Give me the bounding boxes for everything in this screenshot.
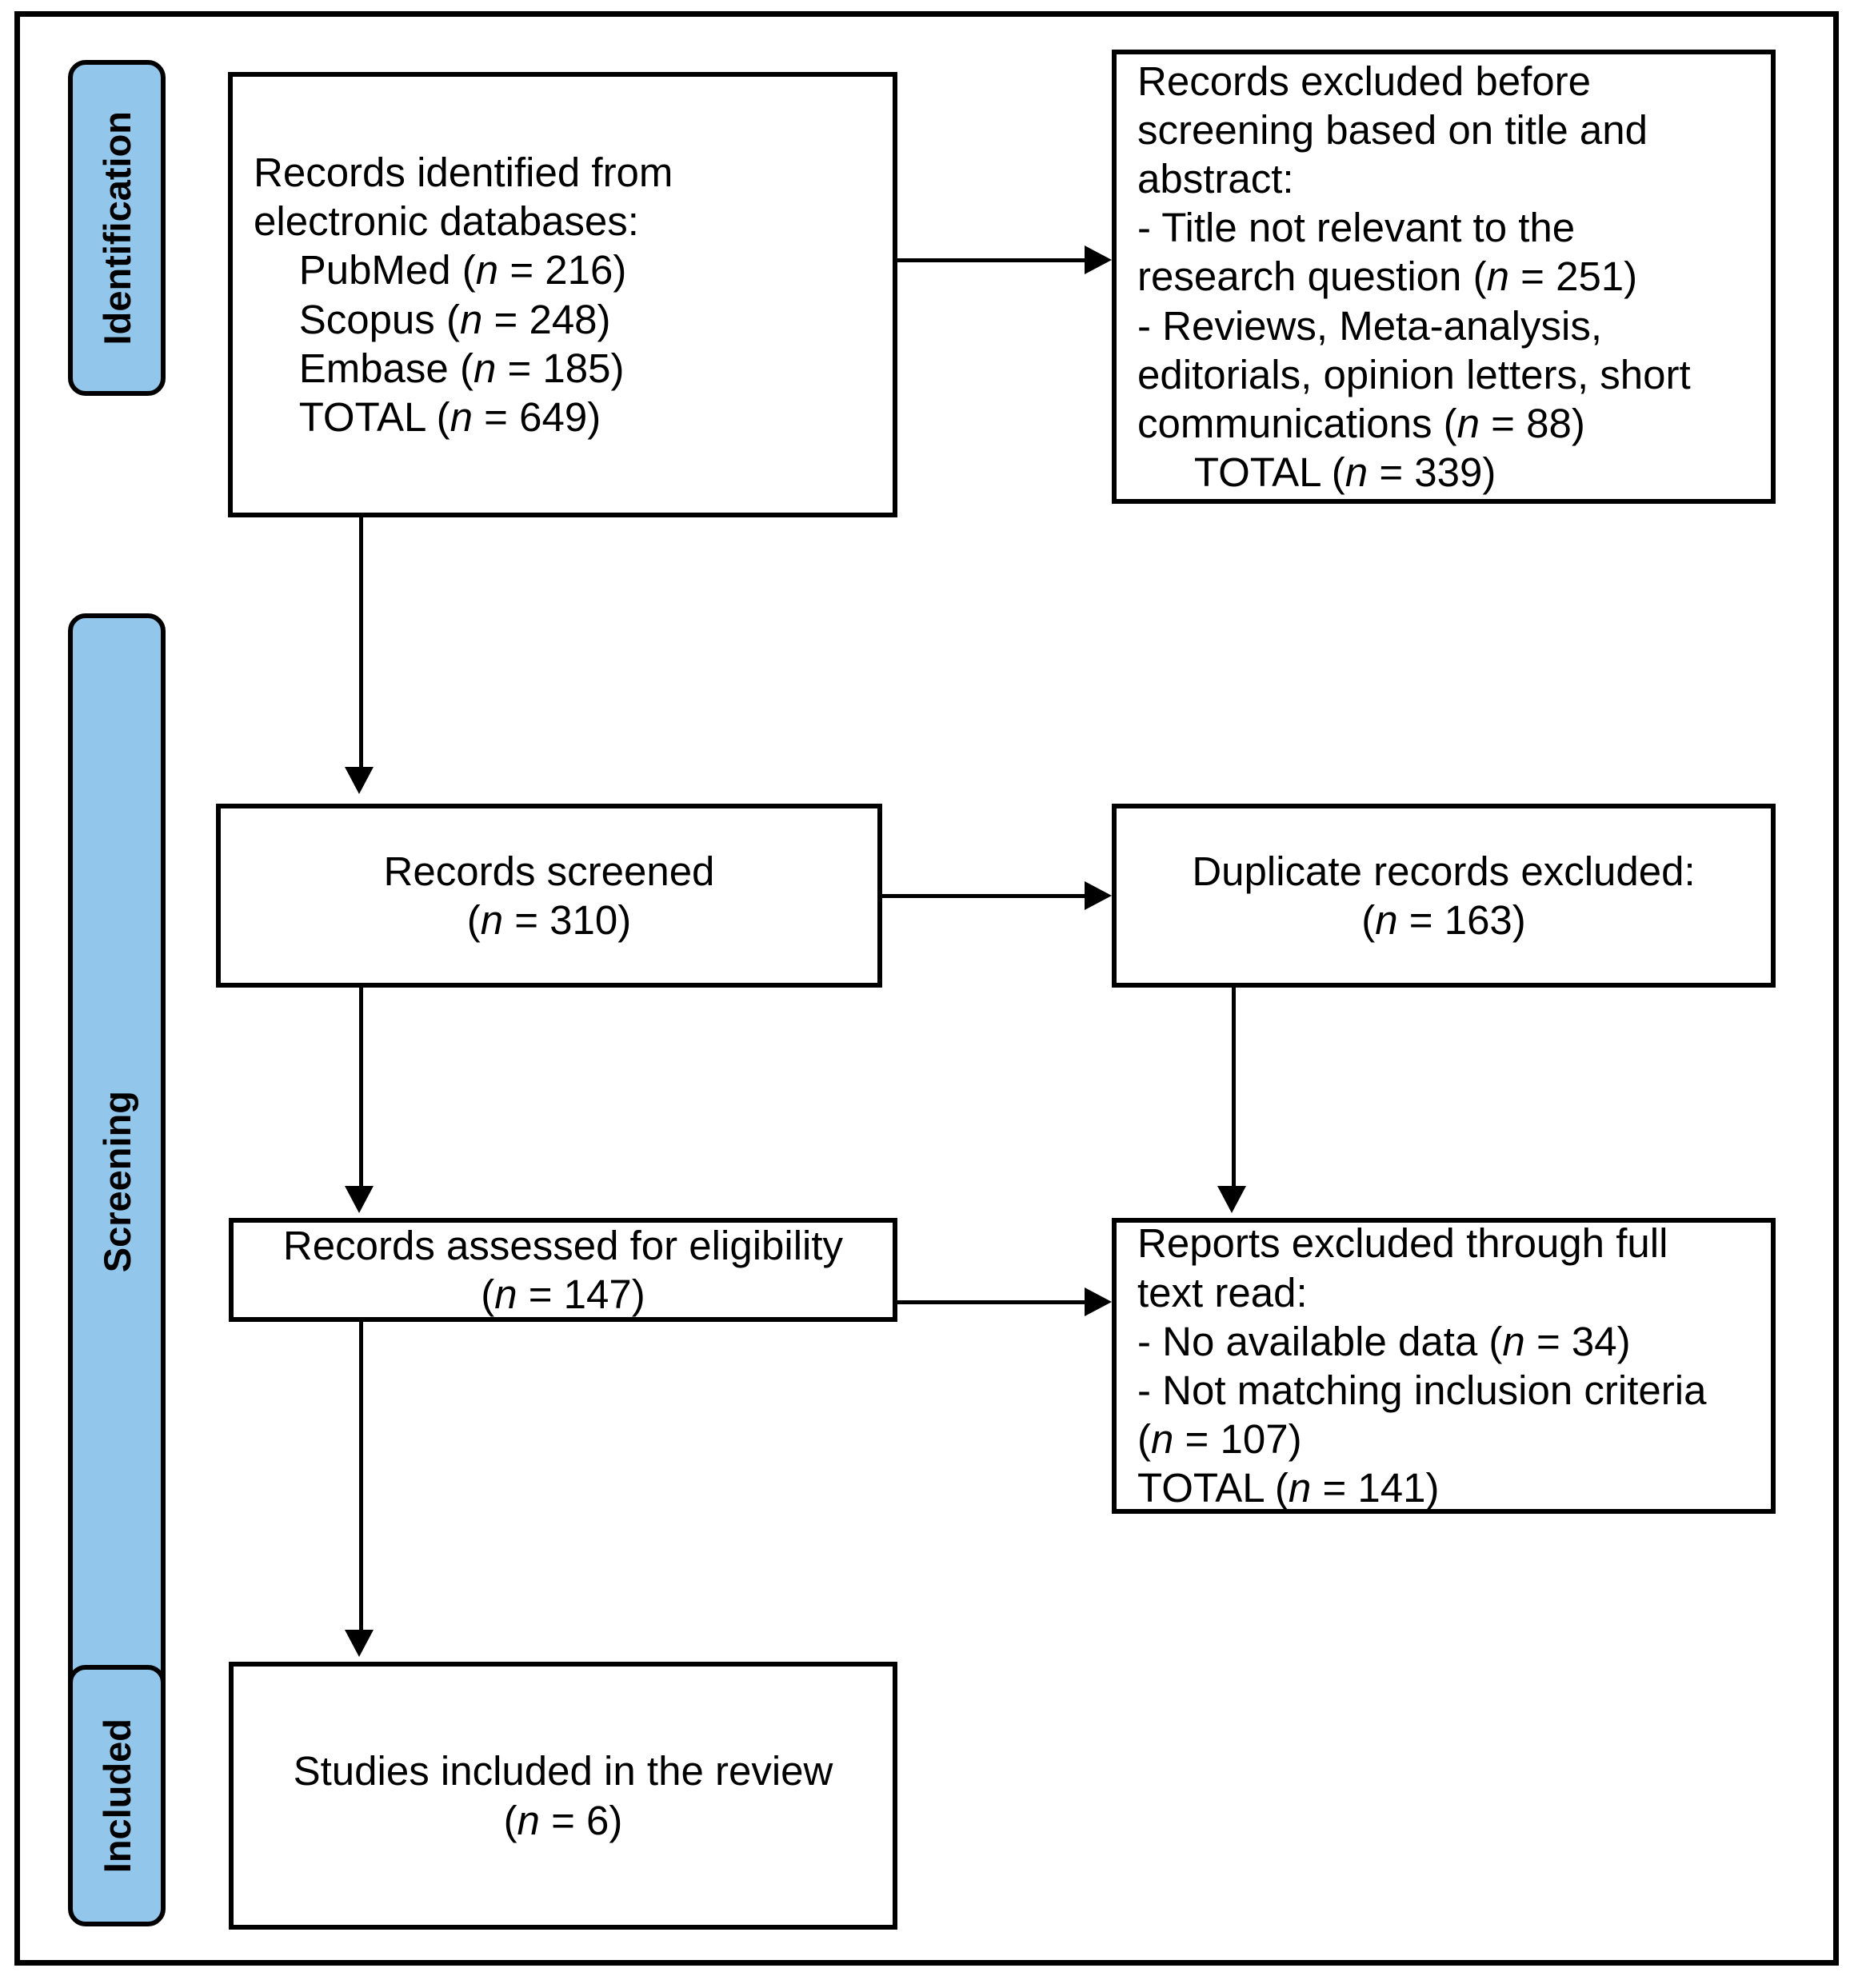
connector-duplicates-to-reports-excluded xyxy=(1232,988,1236,1189)
stage-label-included: Included xyxy=(95,1718,138,1874)
connector-screened-to-assessed xyxy=(359,988,363,1189)
connector-identified-to-screened xyxy=(359,517,363,770)
box-records-assessed: Records assessed for eligibility (n = 14… xyxy=(229,1218,897,1322)
box-records-screened-text: Records screened (n = 310) xyxy=(383,848,715,943)
box-records-identified: Records identified from electronic datab… xyxy=(228,72,897,517)
arrowhead-assessed-to-reports-excluded xyxy=(1085,1287,1112,1316)
box-records-assessed-text: Records assessed for eligibility (n = 14… xyxy=(282,1222,844,1317)
arrowhead-identified-to-screened xyxy=(345,767,374,794)
arrowhead-assessed-to-included xyxy=(345,1630,374,1657)
stage-label-screening: Screening xyxy=(95,1091,138,1273)
box-records-identified-text: Records identified from electronic datab… xyxy=(254,149,673,440)
arrowhead-screened-to-duplicates xyxy=(1085,881,1112,910)
diagram-outer-frame: Identification Screening Included Record… xyxy=(14,11,1839,1966)
box-reports-excluded-full-text: Reports excluded through full text read:… xyxy=(1112,1218,1776,1514)
box-records-excluded-before-screening: Records excluded before screening based … xyxy=(1112,50,1776,504)
box-records-screened: Records screened (n = 310) xyxy=(216,804,882,988)
box-reports-excluded-full-text-text: Reports excluded through full text read:… xyxy=(1137,1220,1707,1511)
box-studies-included-text: Studies included in the review (n = 6) xyxy=(293,1748,833,1843)
box-duplicate-records-excluded-text: Duplicate records excluded: (n = 163) xyxy=(1192,848,1696,943)
arrowhead-identified-to-excluded xyxy=(1085,246,1112,274)
stage-pill-screening: Screening xyxy=(68,613,166,1750)
box-duplicate-records-excluded: Duplicate records excluded: (n = 163) xyxy=(1112,804,1776,988)
arrowhead-screened-to-assessed xyxy=(345,1186,374,1213)
box-records-excluded-before-screening-text: Records excluded before screening based … xyxy=(1137,58,1691,496)
connector-identified-to-excluded xyxy=(897,258,1089,262)
stage-pill-included: Included xyxy=(68,1665,166,1926)
connector-assessed-to-reports-excluded xyxy=(897,1300,1089,1304)
connector-assessed-to-included xyxy=(359,1322,363,1633)
arrowhead-duplicates-to-reports-excluded xyxy=(1217,1186,1246,1213)
stage-pill-identification: Identification xyxy=(68,60,166,396)
stage-label-identification: Identification xyxy=(95,110,138,345)
connector-screened-to-duplicates xyxy=(882,894,1089,898)
box-studies-included: Studies included in the review (n = 6) xyxy=(229,1662,897,1930)
